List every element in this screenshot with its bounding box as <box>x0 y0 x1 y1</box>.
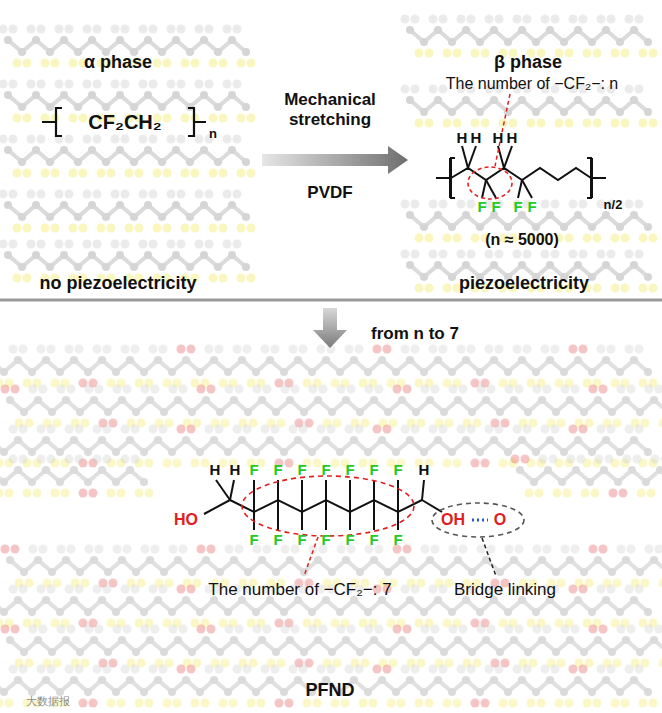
atom-label: F <box>249 461 258 478</box>
atom-label: F <box>249 531 258 548</box>
phase-title: β phase <box>494 52 562 73</box>
highlight-ellipse <box>468 167 512 199</box>
cf-bonds <box>254 480 398 530</box>
polymer-formula: CF₂CH₂ <box>88 111 161 134</box>
atom-label: H <box>507 129 518 146</box>
atom-label: H <box>230 461 241 478</box>
atom-label: F <box>345 531 354 548</box>
atom-label: F <box>513 198 522 215</box>
atom-label: H <box>210 461 221 478</box>
atom-label: H <box>471 129 482 146</box>
material-name: PVDF <box>307 183 352 203</box>
property-label: piezoelectricity <box>459 273 589 294</box>
pvdf-beta-chain <box>436 146 606 198</box>
atom-label: H <box>457 129 468 146</box>
atom-label: F <box>297 531 306 548</box>
process-label: from n to 7 <box>371 324 459 344</box>
atom-label: F <box>393 461 402 478</box>
oxygen-label: O <box>494 511 506 529</box>
down-arrow <box>313 308 347 348</box>
atom-label: F <box>321 461 330 478</box>
atom-label: F <box>393 531 402 548</box>
annotation: The number of −CF₂−: n <box>446 75 619 93</box>
phase-title: α phase <box>84 52 152 73</box>
molecule-name: PFND <box>306 680 355 701</box>
atom-label: F <box>369 461 378 478</box>
property-label: no piezoelectricity <box>39 273 196 294</box>
atom-label: F <box>321 531 330 548</box>
leader-line <box>482 538 496 576</box>
atom-label: F <box>527 198 536 215</box>
process-label: Mechanical stretching <box>255 90 405 129</box>
atom-label: F <box>369 531 378 548</box>
atom-label: H <box>419 461 430 478</box>
annotation: The number of −CF₂−: 7 <box>208 580 391 600</box>
highlight-ellipse <box>242 476 414 536</box>
hydroxyl-label: HO <box>174 511 198 529</box>
atom-label: F <box>297 461 306 478</box>
process-arrow <box>262 146 408 174</box>
hydrogen-bond <box>472 519 488 522</box>
atom-label: F <box>273 531 282 548</box>
atom-label: F <box>273 461 282 478</box>
annotation: (n ≈ 5000) <box>485 231 559 249</box>
watermark: 大数据报 <box>26 695 70 708</box>
subscript: n/2 <box>604 198 623 213</box>
polymer-bracket <box>188 108 206 136</box>
polymer-bracket <box>42 108 62 136</box>
hydroxyl-label: OH <box>441 511 465 529</box>
subscript: n <box>209 127 217 142</box>
bridge-ellipse <box>432 503 524 537</box>
atom-label: F <box>491 198 500 215</box>
atom-label: H <box>493 129 504 146</box>
atom-label: F <box>345 461 354 478</box>
pfnd-chain <box>204 480 442 514</box>
atom-label: F <box>477 198 486 215</box>
annotation: Bridge linking <box>454 580 556 600</box>
separator-line <box>0 299 662 302</box>
